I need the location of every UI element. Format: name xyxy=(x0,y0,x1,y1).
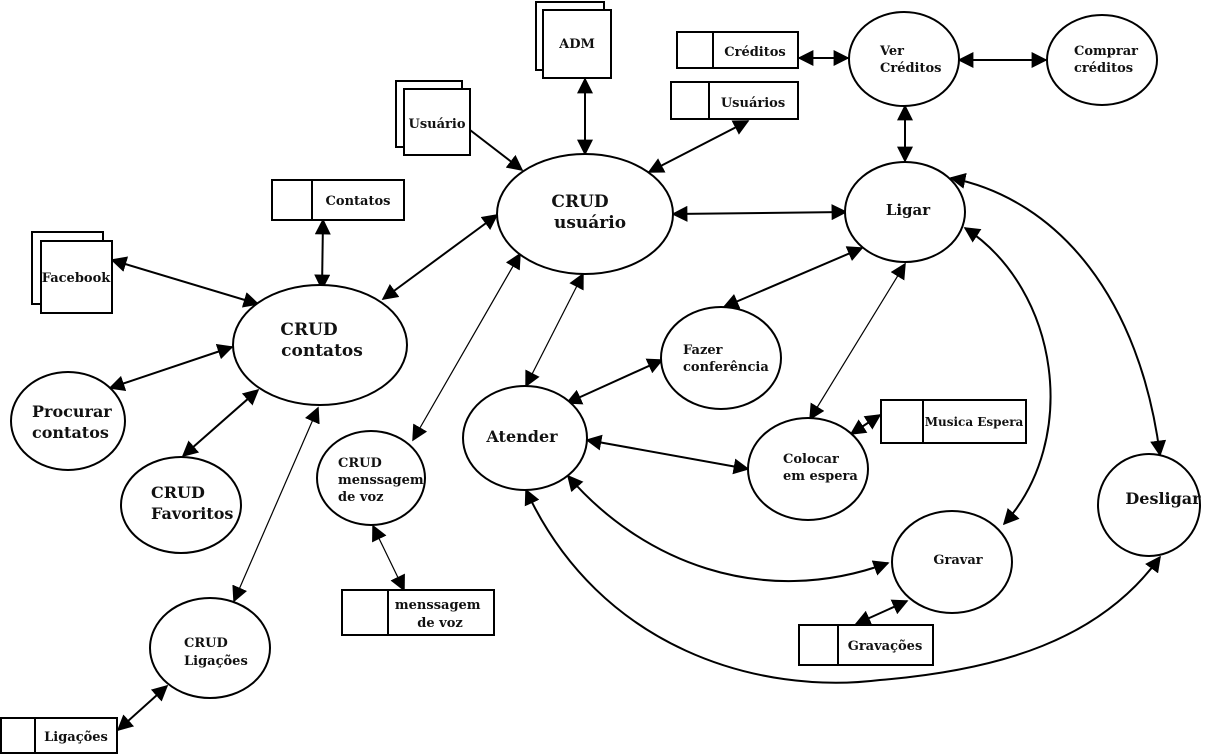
flow-ligar-gravar xyxy=(963,227,1052,526)
store-creditos-label: Créditos xyxy=(724,45,786,60)
flow-crud-usuario-crud-mensagem xyxy=(412,252,521,442)
process-desligar[interactable]: Desligar xyxy=(1097,453,1201,557)
process-crud-contatos[interactable]: CRUD contatos xyxy=(232,284,408,406)
process-crud-contatos-label: CRUD contatos xyxy=(280,320,362,361)
process-comprar-creditos-label: Comprar créditos xyxy=(1074,44,1143,76)
process-crud-ligacoes-label: CRUD Ligações xyxy=(184,636,248,669)
store-gravacoes[interactable]: Gravações xyxy=(798,624,934,666)
flow-crud-usuario-atender xyxy=(525,272,584,388)
flow-crud-contatos-ligacoes xyxy=(232,406,320,603)
flow-crud-usuario-crud-contatos xyxy=(381,214,499,300)
flow-crud-contatos-procurar xyxy=(108,344,234,391)
store-mensagem-voz-label: menssagem de voz xyxy=(395,598,485,631)
process-crud-mensagem-voz-label: CRUD menssagem de voz xyxy=(338,456,428,505)
process-comprar-creditos[interactable]: Comprar créditos xyxy=(1046,14,1158,106)
flow-contatos-crud-contatos xyxy=(314,218,331,291)
flow-ligar-colocar-espera xyxy=(809,262,906,421)
flow-crud-mensagem-mensagem-voz xyxy=(372,524,405,592)
flow-usuarios-crud-usuario xyxy=(647,120,750,173)
entity-adm-label: ADM xyxy=(558,37,595,52)
process-crud-mensagem-voz[interactable]: CRUD menssagem de voz xyxy=(316,430,428,526)
store-contatos[interactable]: Contatos xyxy=(271,179,405,221)
process-fazer-conferencia-label: Fazer conferência xyxy=(683,343,769,375)
store-gravacoes-label: Gravações xyxy=(848,639,923,654)
process-procurar-contatos-label: Procurar contatos xyxy=(32,402,117,442)
process-crud-favoritos[interactable]: CRUD Favoritos xyxy=(120,456,242,554)
entity-facebook[interactable]: Facebook xyxy=(31,231,113,314)
store-mensagem-voz[interactable]: menssagem de voz xyxy=(341,589,495,636)
process-ligar[interactable]: Ligar xyxy=(844,161,966,263)
flows xyxy=(108,50,1167,732)
entity-usuario-label: Usuário xyxy=(409,117,466,132)
store-musica-espera-label: Musica Espera xyxy=(925,415,1024,429)
flow-gravar-gravacoes xyxy=(854,599,909,626)
entity-usuario[interactable]: Usuário xyxy=(395,80,471,156)
process-desligar-label: Desligar xyxy=(1125,489,1201,508)
process-procurar-contatos[interactable]: Procurar contatos xyxy=(10,371,126,471)
flow-ligar-fazer-conferencia xyxy=(722,246,864,309)
entity-facebook-label: Facebook xyxy=(42,271,112,286)
store-musica-espera[interactable]: Musica Espera xyxy=(880,399,1027,444)
flow-crud-ligacoes-ligacoes xyxy=(116,684,169,732)
process-atender-label: Atender xyxy=(485,427,558,446)
process-ligar-label: Ligar xyxy=(886,201,931,219)
process-crud-ligacoes[interactable]: CRUD Ligações xyxy=(149,597,271,699)
process-atender[interactable]: Atender xyxy=(462,385,588,491)
flow-atender-colocar-espera xyxy=(585,434,750,475)
process-gravar-label: Gravar xyxy=(933,553,982,568)
flow-colocar-espera-musica xyxy=(849,414,882,435)
flow-atender-desligar xyxy=(524,488,1161,684)
flow-facebook-crud-contatos xyxy=(110,256,260,308)
process-ver-creditos[interactable]: Ver Créditos xyxy=(848,11,960,107)
flow-crud-contatos-favoritos xyxy=(181,388,260,458)
process-fazer-conferencia[interactable]: Fazer conferência xyxy=(660,306,782,410)
process-crud-usuario-label: CRUD usuário xyxy=(551,192,626,233)
store-usuarios[interactable]: Usuários xyxy=(670,81,799,120)
process-crud-usuario[interactable]: CRUD usuário xyxy=(496,153,674,275)
process-colocar-espera[interactable]: Colocar em espera xyxy=(747,417,869,521)
flow-usuario-crud-usuario xyxy=(469,129,524,171)
process-gravar[interactable]: Gravar xyxy=(891,510,1013,614)
flow-ligar-desligar xyxy=(949,173,1167,457)
flow-crud-usuario-ligar xyxy=(671,204,848,222)
process-crud-favoritos-label: CRUD Favoritos xyxy=(151,483,233,523)
process-ver-creditos-label: Ver Créditos xyxy=(879,44,942,76)
store-contatos-label: Contatos xyxy=(326,194,391,209)
flow-atender-fazer-conferencia xyxy=(565,358,664,405)
store-ligacoes[interactable]: Ligações xyxy=(0,717,118,754)
entity-adm[interactable]: ADM xyxy=(535,1,612,79)
store-creditos[interactable]: Créditos xyxy=(676,31,799,69)
process-colocar-espera-label: Colocar em espera xyxy=(783,452,858,484)
store-ligacoes-label: Ligações xyxy=(44,730,108,745)
store-usuarios-label: Usuários xyxy=(721,96,785,111)
